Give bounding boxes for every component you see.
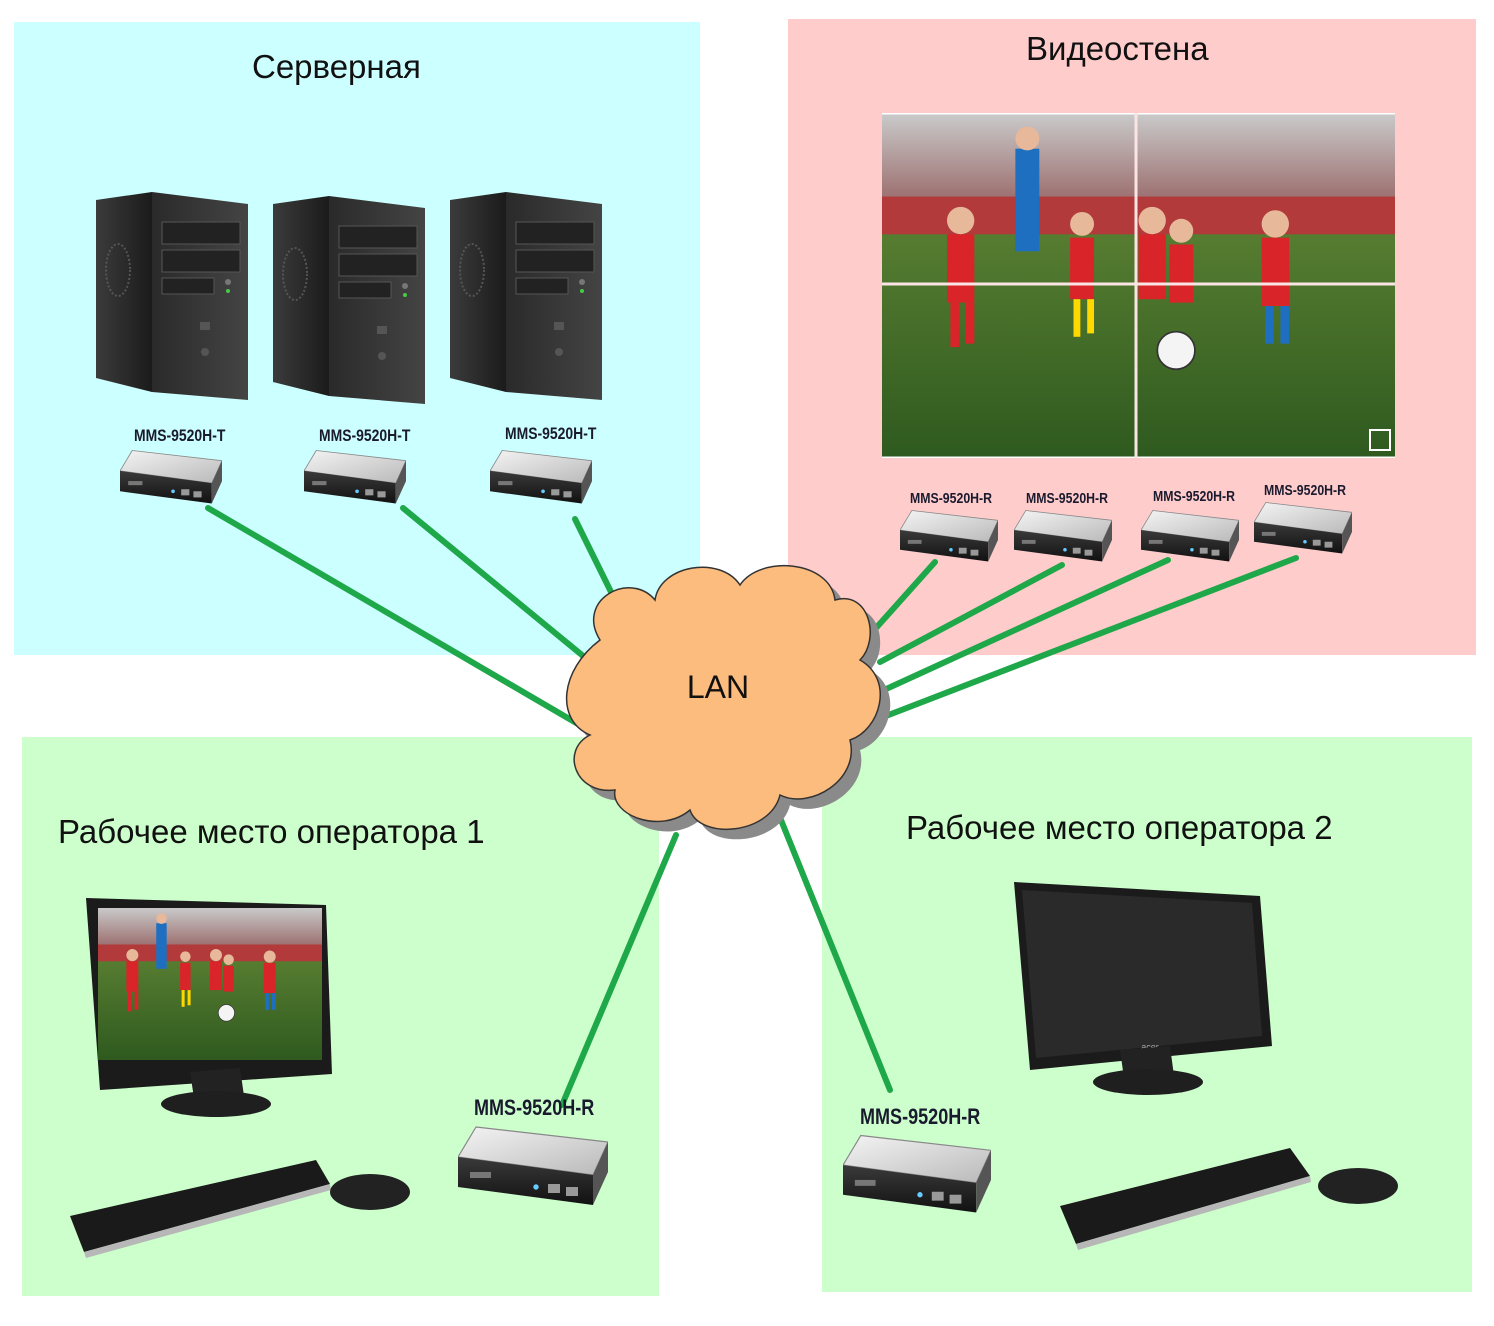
operator2-keyboard: [1060, 1148, 1311, 1250]
operator1-title: Рабочее место оператора 1: [58, 813, 485, 850]
wall-receiver-device-2: [1014, 510, 1112, 562]
wall-receiver-device-3: [1141, 510, 1239, 562]
link-transmitter-1: [205, 505, 581, 727]
transmitter-device-3: [490, 449, 592, 505]
operator1-receiver-label: MMS-9520H-R: [474, 1095, 595, 1120]
link-wall-receiver-1: [873, 559, 938, 631]
server-pc-3: [450, 192, 603, 400]
operator2-title: Рабочее место оператора 2: [906, 809, 1333, 846]
wall-receiver-label-2: MMS-9520H-R: [1026, 490, 1109, 507]
operator2-monitor: acer: [1014, 882, 1272, 1095]
link-wall-receiver-3: [881, 557, 1171, 693]
wall-receiver-label-3: MMS-9520H-R: [1153, 488, 1236, 505]
lan-label: LAN: [687, 669, 749, 705]
operator1-mouse: [330, 1174, 410, 1210]
operator2-receiver-label: MMS-9520H-R: [860, 1104, 981, 1129]
lan-cloud: LAN: [565, 565, 891, 840]
link-operator1: [559, 832, 679, 1108]
operator1-keyboard: [70, 1160, 331, 1258]
wall-receiver-label-1: MMS-9520H-R: [910, 490, 993, 507]
server-room-title: Серверная: [252, 48, 421, 85]
transmitter-label-2: MMS-9520H-T: [319, 426, 411, 445]
transmitter-label-3: MMS-9520H-T: [505, 424, 597, 443]
video-wall-display: [882, 113, 1395, 458]
operator1-monitor: acer: [86, 898, 332, 1117]
operator2-mouse: [1318, 1168, 1398, 1204]
server-pc-1: [96, 192, 249, 400]
link-wall-receiver-4: [883, 555, 1299, 719]
link-transmitter-3: [572, 516, 618, 603]
link-transmitter-2: [400, 505, 591, 663]
video-wall-title: Видеостена: [1026, 30, 1209, 67]
wall-receiver-device-4: [1254, 502, 1352, 554]
server-pc-2: [273, 196, 426, 404]
transmitter-label-1: MMS-9520H-T: [134, 426, 226, 445]
transmitter-device-1: [120, 449, 222, 505]
operator2-receiver-device: [843, 1134, 991, 1214]
link-wall-receiver-2: [877, 562, 1065, 665]
wall-receiver-label-4: MMS-9520H-R: [1264, 482, 1347, 499]
operator1-receiver-device: [458, 1126, 608, 1206]
svg-text:acer: acer: [1141, 1042, 1159, 1052]
transmitter-device-2: [304, 449, 406, 505]
wall-receiver-device-1: [900, 510, 998, 562]
link-operator2: [778, 817, 893, 1093]
